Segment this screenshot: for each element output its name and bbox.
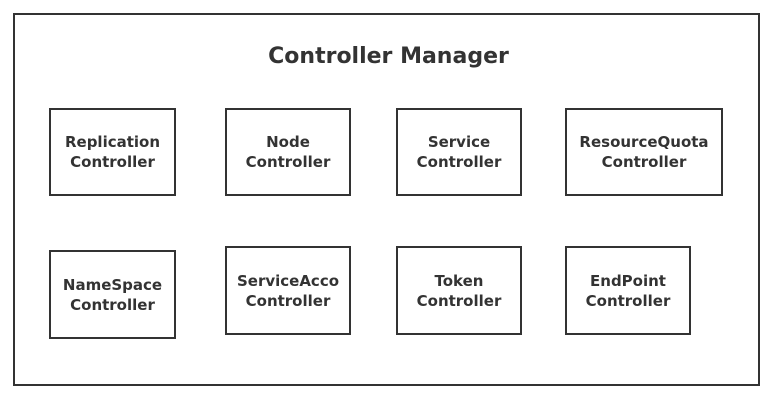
replication-controller-box: Replication Controller	[49, 108, 176, 196]
replication-controller-label: Replication Controller	[64, 133, 161, 171]
serviceaccount-controller-label: ServiceAcco Controller	[236, 271, 340, 310]
diagram-title: Controller Manager	[268, 44, 509, 69]
serviceaccount-controller-box: ServiceAcco Controller	[225, 246, 351, 335]
token-controller-box: Token Controller	[396, 246, 522, 335]
node-controller-label: Node Controller	[245, 133, 331, 171]
endpoint-controller-box: EndPoint Controller	[565, 246, 691, 335]
service-controller-box: Service Controller	[396, 108, 522, 196]
token-controller-label: Token Controller	[416, 271, 502, 310]
namespace-controller-box: NameSpace Controller	[49, 250, 176, 339]
resourcequota-controller-label: ResourceQuota Controller	[579, 133, 709, 171]
resourcequota-controller-box: ResourceQuota Controller	[565, 108, 723, 196]
service-controller-label: Service Controller	[416, 133, 502, 171]
endpoint-controller-label: EndPoint Controller	[585, 271, 671, 310]
namespace-controller-label: NameSpace Controller	[62, 275, 163, 314]
node-controller-box: Node Controller	[225, 108, 351, 196]
